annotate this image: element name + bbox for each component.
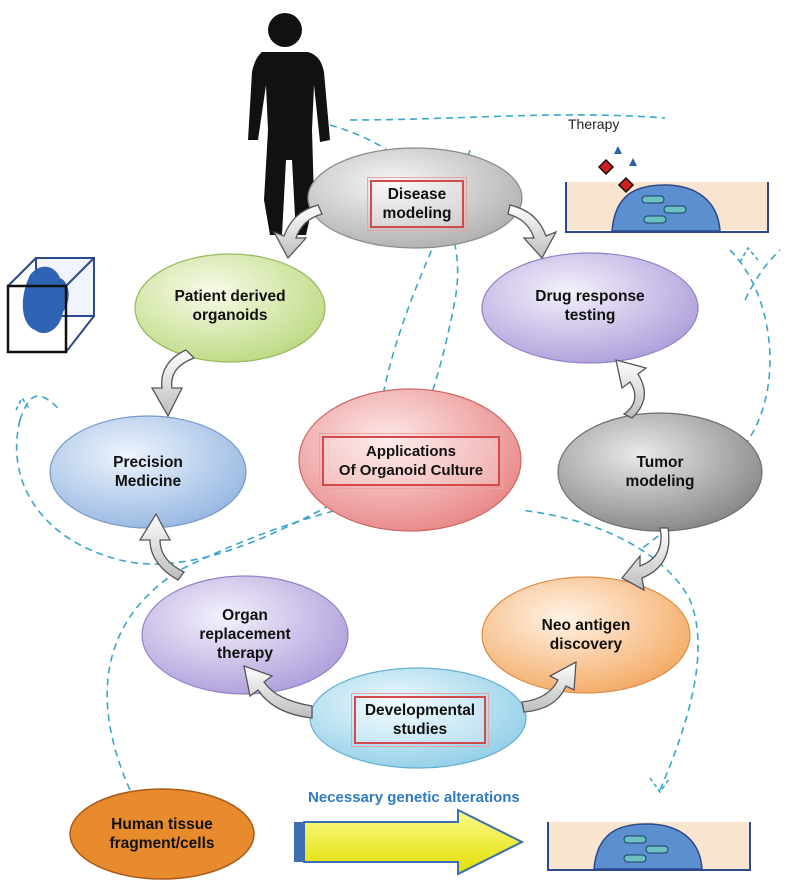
arrow-patient-to-precision: [150, 349, 196, 418]
flow-arrows: [138, 204, 670, 719]
label-organ-replacement-therapy: Organ replacement therapy: [175, 606, 315, 663]
node-drug-response-testing: [481, 252, 699, 364]
label-neo-antigen-discovery: Neo antigen discovery: [521, 616, 651, 654]
culture-dish-bottom: [547, 822, 751, 871]
dashed-arrowhead-left: [15, 396, 31, 411]
label-precision-line1: Precision: [113, 454, 183, 471]
label-center-line1: Applications: [365, 443, 456, 460]
label-disease-modeling-line2: modeling: [382, 205, 452, 222]
label-drug-response-testing: Drug response testing: [510, 287, 670, 325]
organoid-cube-icon: [6, 257, 95, 354]
label-center-line2: Of Organoid Culture: [338, 462, 484, 479]
arrow-dev-to-organ: [243, 665, 313, 719]
arrow-tumor-to-neo: [621, 527, 670, 592]
label-tumor-line1: Tumor: [636, 454, 684, 471]
dashed-line-right-up: [744, 249, 781, 301]
label-disease-modeling: Disease modeling: [367, 177, 467, 231]
dashed-arrowheads: [15, 246, 759, 794]
label-disease-modeling-line1: Disease: [387, 186, 447, 203]
genetic-alterations-label: Necessary genetic alterations: [308, 789, 520, 806]
dashed-line-bottom-right: [519, 509, 699, 791]
dashed-line-left-top: [19, 395, 61, 421]
label-neo-line1: Neo antigen: [541, 617, 631, 634]
label-tumor-modeling: Tumor modeling: [600, 453, 720, 491]
dashed-arrowhead-bottom-right: [649, 777, 671, 794]
label-drug-line1: Drug response: [535, 288, 645, 305]
dashed-arrowhead-right-top: [739, 246, 759, 263]
drug-diamond-icon: [597, 158, 615, 176]
label-patient-line1: Patient derived: [174, 288, 286, 305]
label-dev-line2: studies: [392, 721, 448, 738]
arrow-disease-to-drug: [507, 204, 558, 260]
label-organ-line2: replacement: [199, 626, 291, 643]
label-organ-line1: Organ: [222, 607, 268, 624]
drop-icon: [614, 146, 622, 154]
genetic-alteration-arrow: [294, 808, 525, 876]
label-patient-line2: organoids: [192, 307, 268, 324]
node-neo-antigen-discovery: [481, 576, 691, 694]
label-patient-derived-organoids: Patient derived organoids: [155, 287, 305, 325]
node-human-tissue: [69, 788, 255, 880]
label-precision-medicine: Precision Medicine: [78, 453, 218, 491]
arrow-disease-to-patient: [272, 204, 323, 260]
node-disease-modeling: [307, 147, 523, 249]
culture-dish-top: [565, 146, 769, 233]
arrow-organ-to-precision: [138, 512, 185, 581]
label-organ-line3: therapy: [217, 645, 273, 662]
node-organ-replacement-therapy: [141, 575, 349, 695]
drug-diamond-icon-2: [617, 176, 635, 194]
label-human-line1: Human tissue: [111, 816, 213, 833]
arrow-tumor-to-drug: [615, 359, 648, 419]
arrow-dev-to-neo: [521, 660, 577, 713]
label-drug-line2: testing: [564, 307, 616, 324]
dashed-line-left: [15, 419, 351, 565]
label-tumor-line2: modeling: [625, 473, 695, 490]
label-precision-line2: Medicine: [114, 473, 182, 490]
drop-icon-2: [629, 158, 637, 166]
therapy-label: Therapy: [568, 116, 620, 132]
node-patient-derived-organoids: [134, 253, 326, 363]
node-center-applications: [298, 388, 522, 532]
label-developmental-studies: Developmental studies: [351, 693, 489, 747]
nodes: [49, 147, 763, 880]
label-human-line2: fragment/cells: [109, 835, 215, 852]
label-human-tissue: Human tissue fragment/cells: [92, 815, 232, 853]
dashed-line-top-right: [349, 114, 666, 121]
label-dev-line1: Developmental: [364, 702, 476, 719]
label-center-applications: Applications Of Organoid Culture: [319, 433, 503, 489]
label-neo-line2: discovery: [549, 636, 623, 653]
